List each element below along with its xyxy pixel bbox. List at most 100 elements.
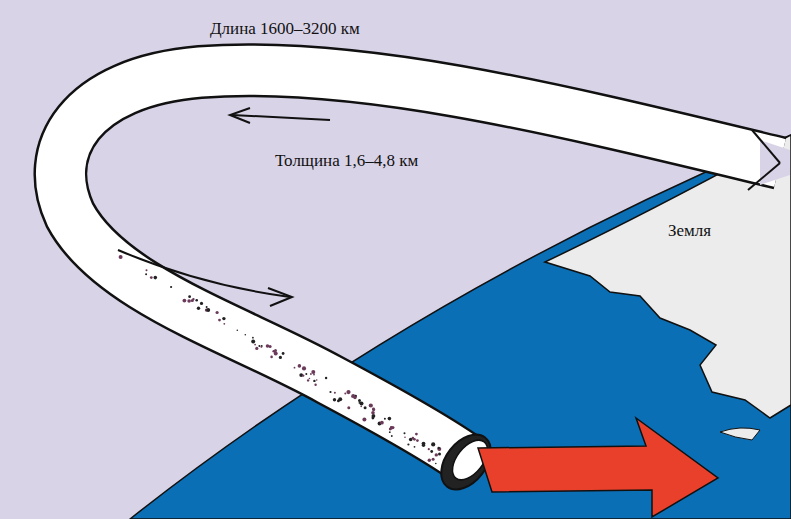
particle xyxy=(338,397,342,401)
particle xyxy=(391,426,394,429)
particle xyxy=(310,373,312,375)
particle xyxy=(206,306,208,308)
particle xyxy=(302,366,306,370)
particle xyxy=(428,459,431,462)
particle xyxy=(223,323,225,325)
particle xyxy=(422,444,425,447)
particle xyxy=(371,411,375,415)
particle xyxy=(197,307,200,310)
particle xyxy=(302,374,304,376)
particle xyxy=(191,299,194,302)
energy-arrow xyxy=(478,418,718,517)
particle xyxy=(200,302,203,305)
flow-arrow xyxy=(118,250,290,297)
particle xyxy=(435,453,438,456)
particle xyxy=(269,345,272,348)
flow-arrow xyxy=(232,115,330,120)
particle xyxy=(389,428,392,431)
particle xyxy=(183,299,187,303)
particle xyxy=(261,346,263,348)
particle xyxy=(435,463,437,465)
particle xyxy=(222,317,225,320)
particle xyxy=(329,391,331,393)
particle xyxy=(218,319,221,322)
particle xyxy=(334,392,336,394)
particle xyxy=(261,345,263,347)
particle xyxy=(344,393,346,395)
particle xyxy=(279,356,282,359)
particle xyxy=(372,408,375,411)
particle xyxy=(145,273,147,275)
particle xyxy=(282,352,285,355)
particle xyxy=(380,421,384,425)
particle xyxy=(252,337,254,339)
particle xyxy=(333,398,336,401)
particle xyxy=(438,447,440,449)
particle xyxy=(369,403,373,407)
particle xyxy=(364,406,367,409)
particle xyxy=(358,399,361,402)
flow-arrow xyxy=(230,108,250,123)
particle xyxy=(432,458,435,461)
island xyxy=(720,428,760,440)
particle xyxy=(431,442,435,446)
particle xyxy=(362,417,366,421)
tube-tip-mask xyxy=(760,140,790,185)
particle xyxy=(272,350,275,353)
particle xyxy=(195,299,198,302)
length-label: Длина 1600–3200 км xyxy=(210,19,360,39)
particle xyxy=(325,377,327,379)
particle xyxy=(415,433,418,436)
particle xyxy=(391,435,393,437)
particle xyxy=(298,364,302,368)
particle xyxy=(311,370,315,374)
flow-arrow xyxy=(268,288,292,306)
particle xyxy=(270,356,273,359)
tube-tip xyxy=(748,163,780,190)
particle xyxy=(188,295,191,298)
particle xyxy=(258,345,260,347)
particle xyxy=(346,390,350,394)
particle xyxy=(206,308,210,312)
particle xyxy=(360,401,364,405)
particle xyxy=(187,299,191,303)
tube-outline xyxy=(60,70,780,462)
particle xyxy=(384,418,386,420)
particle xyxy=(428,448,430,450)
particle xyxy=(154,276,158,280)
particle xyxy=(389,431,391,433)
particle xyxy=(309,378,311,380)
particle xyxy=(412,437,415,440)
particles xyxy=(119,255,442,464)
particle xyxy=(294,367,296,369)
particle xyxy=(307,379,309,381)
earth-label: Земля xyxy=(668,221,711,241)
particle xyxy=(237,330,239,332)
particle xyxy=(314,384,316,386)
particle xyxy=(404,437,406,439)
particle xyxy=(360,406,362,408)
particle xyxy=(254,344,256,346)
thickness-label: Толщина 1,6–4,8 км xyxy=(275,151,418,171)
particle xyxy=(251,340,255,344)
particle xyxy=(404,432,406,434)
tube-tip xyxy=(752,130,780,163)
particle xyxy=(146,269,148,271)
particle xyxy=(170,286,172,288)
particle xyxy=(388,417,392,421)
particle xyxy=(414,446,416,448)
particle xyxy=(347,406,350,409)
particle xyxy=(316,379,318,381)
particle xyxy=(119,255,123,259)
particle xyxy=(245,334,247,336)
tube xyxy=(60,70,780,462)
particle xyxy=(150,276,153,279)
particle xyxy=(438,452,441,455)
particle xyxy=(255,347,258,350)
particle xyxy=(372,408,375,411)
particle xyxy=(372,417,375,420)
particle xyxy=(313,380,315,382)
